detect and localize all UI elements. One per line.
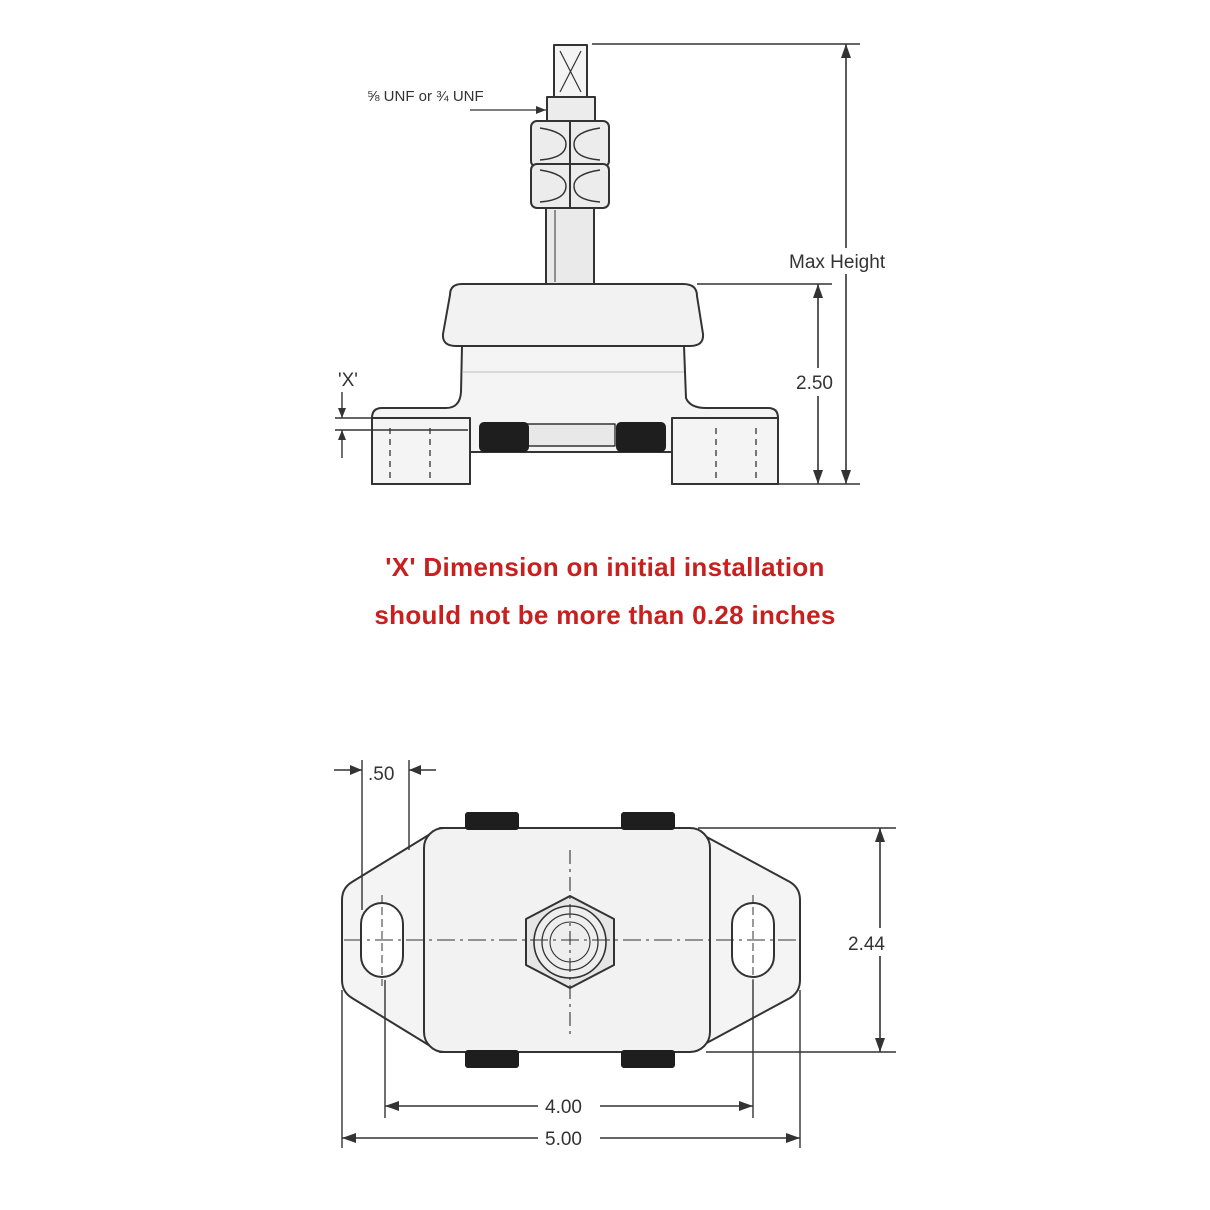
spacing-400-label: 4.00 [545,1097,582,1118]
length-500-label: 5.00 [545,1129,582,1150]
pad [621,812,675,830]
pad [621,1050,675,1068]
height-250-label: 2.50 [796,373,833,394]
thread-size-label: ⅝ UNF or ¾ UNF [367,88,484,105]
pad [616,422,666,452]
side-view [335,43,860,485]
x-dimension-marker: 'X' [338,370,358,391]
offset-050-label: .50 [368,764,394,785]
installation-note-line1: 'X' Dimension on initial installation [385,552,825,582]
installation-note-line2: should not be more than 0.28 inches [374,600,836,630]
pad [465,1050,519,1068]
rubber-cap [441,283,705,347]
pad [479,422,529,452]
pad [465,812,519,830]
top-view [334,760,896,1148]
max-height-label: Max Height [789,252,886,273]
width-244-label: 2.44 [848,934,885,955]
